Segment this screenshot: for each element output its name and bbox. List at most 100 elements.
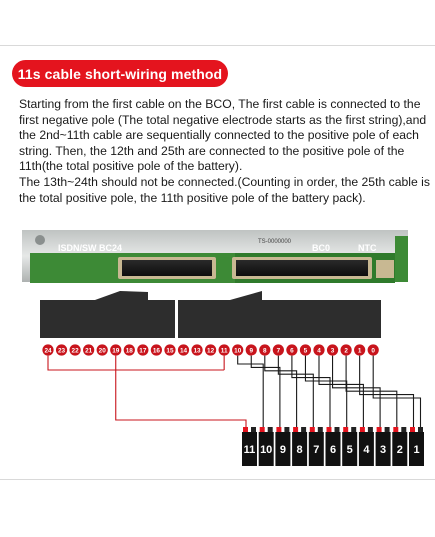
pin-label: 11 (221, 347, 228, 354)
cell-body (275, 432, 291, 466)
cell-positive-tab (309, 427, 315, 432)
cell-body (258, 432, 274, 466)
pin-dot (150, 344, 162, 356)
pin-label: 2 (344, 347, 348, 354)
cell-body (358, 432, 374, 466)
cell-label: 4 (363, 444, 370, 456)
cell-body (292, 432, 308, 466)
pin-dot (96, 344, 108, 356)
cell-negative-tab (367, 427, 373, 432)
housing-right (178, 300, 381, 338)
pin-dot (55, 344, 68, 356)
cell-body (409, 432, 424, 466)
pin-label: 3 (331, 347, 335, 354)
pin-2: 2 (340, 344, 352, 356)
cell-negative-tab (334, 427, 340, 432)
pin-7: 7 (272, 344, 284, 356)
cell-negative-tab (284, 427, 290, 432)
wire-pin-19-to-cell-11 (115, 355, 247, 432)
pin-14: 14 (177, 344, 190, 356)
pin-dot (205, 344, 217, 356)
board-green-edge (395, 236, 408, 282)
cell-positive-tab (259, 427, 265, 432)
pin-23: 23 (55, 344, 68, 356)
pin-dot (326, 344, 339, 356)
wire-pin-10 (237, 355, 264, 432)
board-serial: TS-0000000 (258, 239, 292, 245)
description: Starting from the first cable on the BCO… (19, 97, 431, 206)
pin-0: 0 (367, 344, 379, 356)
wire-pin-8 (264, 355, 298, 432)
pin-13: 13 (191, 344, 203, 356)
cell-label: 1 (413, 444, 419, 456)
pin-dot (42, 344, 54, 356)
cell-negative-tab (251, 427, 256, 432)
cell-positive-tab (376, 427, 382, 432)
pin-label: 7 (277, 347, 281, 354)
wires (47, 355, 422, 432)
pin-9: 9 (245, 344, 257, 356)
pin-19: 19 (110, 344, 122, 356)
wire-pin-4 (318, 355, 364, 432)
cell-body (325, 432, 341, 466)
wire-pin-1 (359, 355, 415, 432)
pin-dot (69, 344, 81, 356)
pin-4: 4 (313, 344, 325, 356)
description-para-2: The 13th~24th should not be connected.(C… (19, 174, 430, 205)
cell-negative-tab (317, 427, 323, 432)
pin-label: 19 (112, 347, 120, 354)
wire-pin-3 (332, 355, 381, 432)
board-label-left: ISDN/SW BC24 (58, 243, 122, 253)
pin-label: 8 (263, 347, 267, 354)
board-label-ntc: NTC (358, 243, 377, 253)
cell-label: 6 (330, 444, 336, 456)
pin-label: 0 (371, 347, 375, 354)
cell-5: 5 (342, 427, 358, 466)
pin-dot (137, 344, 149, 356)
pin-label: 13 (193, 347, 201, 354)
pin-12: 12 (205, 344, 217, 356)
pin-label: 17 (139, 347, 147, 354)
wire-pin-9 (250, 355, 281, 432)
cell-positive-tab (293, 427, 299, 432)
pin-20: 20 (96, 344, 108, 356)
pin-dot (259, 344, 271, 356)
connector-ntc (376, 260, 394, 278)
cell-body (375, 432, 391, 466)
housing-left (40, 300, 175, 338)
cell-body (242, 432, 257, 466)
wire-pin-5 (304, 355, 348, 432)
cell-label: 3 (380, 444, 386, 456)
pin-dot (110, 344, 122, 356)
board-label-right: BC0 (312, 243, 330, 253)
pin-dot (354, 344, 366, 356)
cell-4: 4 (358, 427, 374, 466)
cell-label: 11 (244, 444, 256, 456)
cell-3: 3 (375, 427, 391, 466)
cell-label: 5 (347, 444, 353, 456)
cell-positive-tab (410, 427, 415, 432)
funnel-right (230, 291, 262, 300)
pin-dot (177, 344, 190, 356)
cell-negative-tab (418, 427, 423, 432)
cell-10: 10 (258, 427, 274, 466)
pin-dot (123, 344, 135, 356)
pin-6: 6 (286, 344, 298, 356)
pin-label: 18 (126, 347, 134, 354)
cell-6: 6 (325, 427, 341, 466)
pin-label: 20 (99, 347, 107, 354)
cell-label: 7 (313, 444, 319, 456)
cell-label: 2 (397, 444, 403, 456)
description-para-1: Starting from the first cable on the BCO… (19, 97, 427, 174)
cell-1: 1 (409, 427, 424, 466)
pin-label: 1 (358, 347, 362, 354)
pin-3: 3 (326, 344, 339, 356)
top-divider (0, 45, 435, 46)
cell-8: 8 (292, 427, 308, 466)
cell-negative-tab (384, 427, 390, 432)
pin-15: 15 (164, 344, 176, 356)
pin-dot (191, 344, 203, 356)
pin-dot (272, 344, 284, 356)
